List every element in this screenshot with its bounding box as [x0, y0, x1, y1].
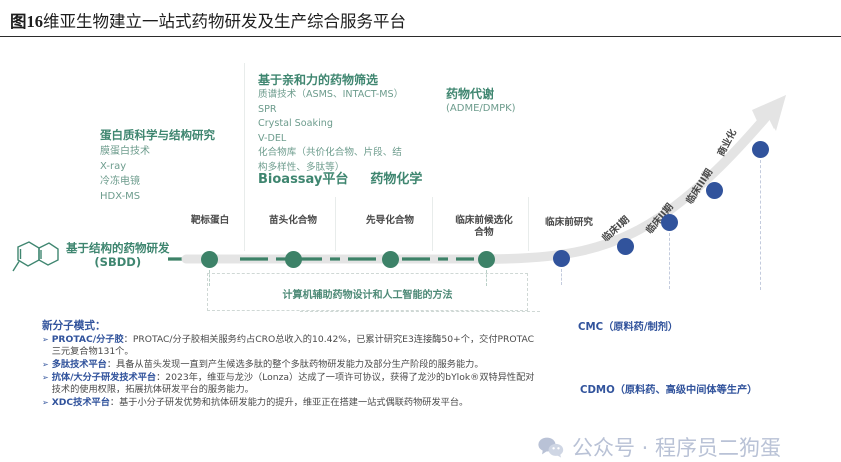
milestone-node-preclinical-research[interactable] [553, 250, 570, 267]
note-bullet: ➢ 抗体/大分子研发技术平台：2023年，维亚与龙沙（Lonza）达成了一项许可… [42, 372, 537, 396]
block-item: 冷冻电镜 [100, 175, 140, 187]
note-text: ：基于小分子研发优势和抗体研发能力的提升，维亚正在搭建一站式偶联药物研发平台。 [109, 396, 469, 408]
note-text: ：PROTAC/分子胶相关服务约占CRO总收入的10.42%，已累计研究E3连接… [51, 334, 535, 358]
diagram-canvas: 蛋白质科学与结构研究 膜蛋白技术 X-ray 冷冻电镜 HDX-MS 基于亲和力… [0, 37, 841, 460]
note-text: ：2023年，维亚与龙沙（Lonza）达成了一项许可协议，获得了龙沙的bYlok… [51, 371, 535, 395]
stage-divider [244, 63, 245, 251]
title-divider [0, 36, 841, 37]
block-item: X-ray [100, 160, 127, 172]
note-bold: 多肽技术平台 [51, 358, 107, 370]
block-item: Crystal Soaking [258, 118, 333, 130]
note-text: ：具备从苗头发现一直到产生候选多肽的整个多肽药物研发能力及部分生产阶段的服务能力… [106, 358, 484, 370]
milestone-node-target-protein[interactable] [201, 251, 218, 268]
stage-divider [335, 197, 336, 251]
milestone-node-phase1[interactable] [617, 238, 634, 255]
notes-title: 新分子模式： [42, 320, 106, 332]
stage-divider [432, 197, 433, 251]
block-item: 质谱技术（ASMS、INTACT-MS） [258, 89, 404, 101]
watermark-text: 公众号 · 程序员二狗蛋 [572, 436, 782, 460]
bullet-arrow-icon: ➢ [42, 372, 49, 382]
node-drop-line [760, 160, 761, 290]
node-drop-line [669, 233, 670, 289]
growth-curve-arrow [168, 95, 786, 264]
milestone-label-preclinical-research: 临床前研究 [545, 217, 593, 228]
milestone-node-preclinical-candidate[interactable] [478, 251, 495, 268]
milestone-node-lead-compound[interactable] [382, 251, 399, 268]
note-bullet: ➢ 多肽技术平台：具备从苗头发现一直到产生候选多肽的整个多肽药物研发能力及部分生… [42, 359, 537, 371]
block-item: 化合物库（共价化合物、片段、结 [258, 147, 402, 159]
block-item: HDX-MS [100, 190, 141, 202]
block-item: SPR [258, 103, 277, 115]
molecule-structure-icon [12, 241, 59, 272]
notes-panel: 新分子模式： ➢ PROTAC/分子胶：PROTAC/分子胶相关服务约占CRO总… [42, 318, 537, 409]
cad-ai-label: 计算机辅助药物设计和人工智能的方法 [282, 290, 453, 301]
figure-title-text: 维亚生物建立一站式药物研发及生产综合服务平台 [43, 12, 406, 31]
note-bullet: ➢ XDC技术平台：基于小分子研发优势和抗体研发能力的提升，维亚正在搭建一站式偶… [42, 397, 537, 409]
node-drop-line [561, 269, 562, 285]
platform-tag-bioassay: Bioassay平台 [258, 172, 349, 187]
service-label-cdmo: CDMO（原料药、高级中间体等生产） [580, 385, 758, 396]
bullet-arrow-icon: ➢ [42, 397, 49, 407]
sbdd-label-line1: 基于结构的药物研发 [66, 240, 170, 255]
sbdd-label: 基于结构的药物研发 (SBDD) [66, 241, 170, 270]
note-bold: 抗体/大分子研发技术平台 [51, 371, 157, 383]
bullet-arrow-icon: ➢ [42, 359, 49, 369]
milestone-node-hit-compound[interactable] [285, 251, 302, 268]
block-item: (ADME/DMPK) [446, 103, 516, 115]
notes-separator [300, 311, 540, 312]
milestone-label-target-protein: 靶标蛋白 [190, 215, 230, 226]
wechat-icon [538, 437, 564, 458]
block-item: 膜蛋白技术 [100, 145, 150, 157]
milestone-label-hit-compound: 苗头化合物 [269, 215, 317, 226]
sbdd-label-line2: (SBDD) [94, 255, 142, 269]
figure-title: 图16维亚生物建立一站式药物研发及生产综合服务平台 [10, 8, 406, 32]
stage-divider [528, 197, 529, 251]
node-drop-line [209, 270, 210, 286]
note-bold: PROTAC/分子胶 [51, 334, 124, 345]
block-title: 蛋白质科学与结构研究 [100, 128, 215, 142]
block-title: 基于亲和力的药物筛选 [258, 73, 379, 87]
milestone-label-lead-compound: 先导化合物 [366, 215, 414, 226]
milestone-node-phase3[interactable] [706, 182, 723, 199]
watermark: 公众号 · 程序员二狗蛋 [538, 432, 781, 462]
milestone-node-phase2[interactable] [661, 214, 678, 231]
cad-ai-box [207, 273, 528, 311]
bullet-arrow-icon: ➢ [42, 335, 49, 344]
capability-block-affinity-screening: 基于亲和力的药物筛选 质谱技术（ASMS、INTACT-MS） SPR Crys… [258, 73, 448, 174]
milestone-node-commercialization[interactable] [752, 141, 769, 158]
sbdd-group: 基于结构的药物研发 (SBDD) [8, 233, 170, 277]
service-label-cmc: CMC（原料药/制剂） [578, 322, 679, 333]
capability-block-protein-science: 蛋白质科学与结构研究 膜蛋白技术 X-ray 冷冻电镜 HDX-MS [100, 128, 260, 203]
capability-block-drug-metabolism: 药物代谢 (ADME/DMPK) [446, 87, 576, 115]
block-item: 构多样性、多肽等） [258, 161, 345, 173]
figure-number: 图16 [10, 12, 43, 31]
block-title: 药物代谢 [446, 87, 495, 101]
milestone-label-preclinical-candidate: 临床前候选化 合物 [455, 215, 513, 238]
platform-tag-medchem: 药物化学 [370, 172, 423, 187]
node-drop-line [486, 270, 487, 286]
note-bullet: ➢ PROTAC/分子胶：PROTAC/分子胶相关服务约占CRO总收入的10.4… [42, 334, 537, 358]
block-item: V-DEL [258, 132, 287, 144]
note-bold: XDC技术平台 [51, 396, 110, 408]
platform-tag-row: Bioassay平台 药物化学 [258, 172, 422, 187]
